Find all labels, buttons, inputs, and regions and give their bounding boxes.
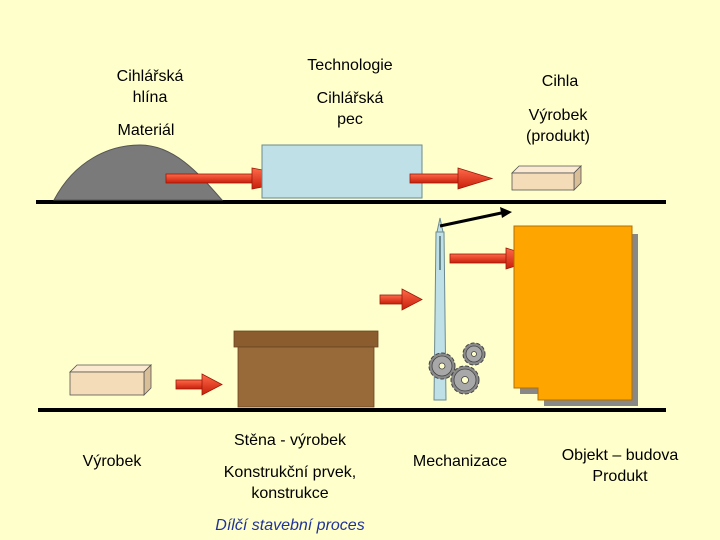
arrow-icon [409,167,494,190]
mechanization-label: Mechanizace [412,453,508,470]
gear-icon [450,365,480,395]
brick-icon [69,364,152,396]
kiln-label: Cihlářská pec [316,90,384,128]
building-block-icon [513,225,638,406]
gear-icon [428,352,456,380]
clay-heap-icon [53,144,224,201]
brick-label: Cihla [541,73,579,90]
process-label: Dílčí stavební proces [215,517,365,534]
technology-label: Technologie [307,57,393,74]
wall-label: Stěna - výrobek [233,432,347,449]
arrow-icon [379,288,423,311]
construction-label: Konstrukční prvek, konstrukce [223,464,357,502]
wall-block-icon [233,330,379,408]
product-label: Výrobek (produkt) [525,107,591,145]
material-label: Materiál [117,122,175,139]
brick-icon [511,165,582,191]
clay-label: Cihlářská hlína [116,68,184,106]
building-label: Objekt – budova Produkt [561,447,679,485]
arrow-icon [175,373,223,396]
gear-icon [462,342,486,366]
bottom-product-label: Výrobek [82,453,142,470]
kiln-box-icon [261,144,423,199]
